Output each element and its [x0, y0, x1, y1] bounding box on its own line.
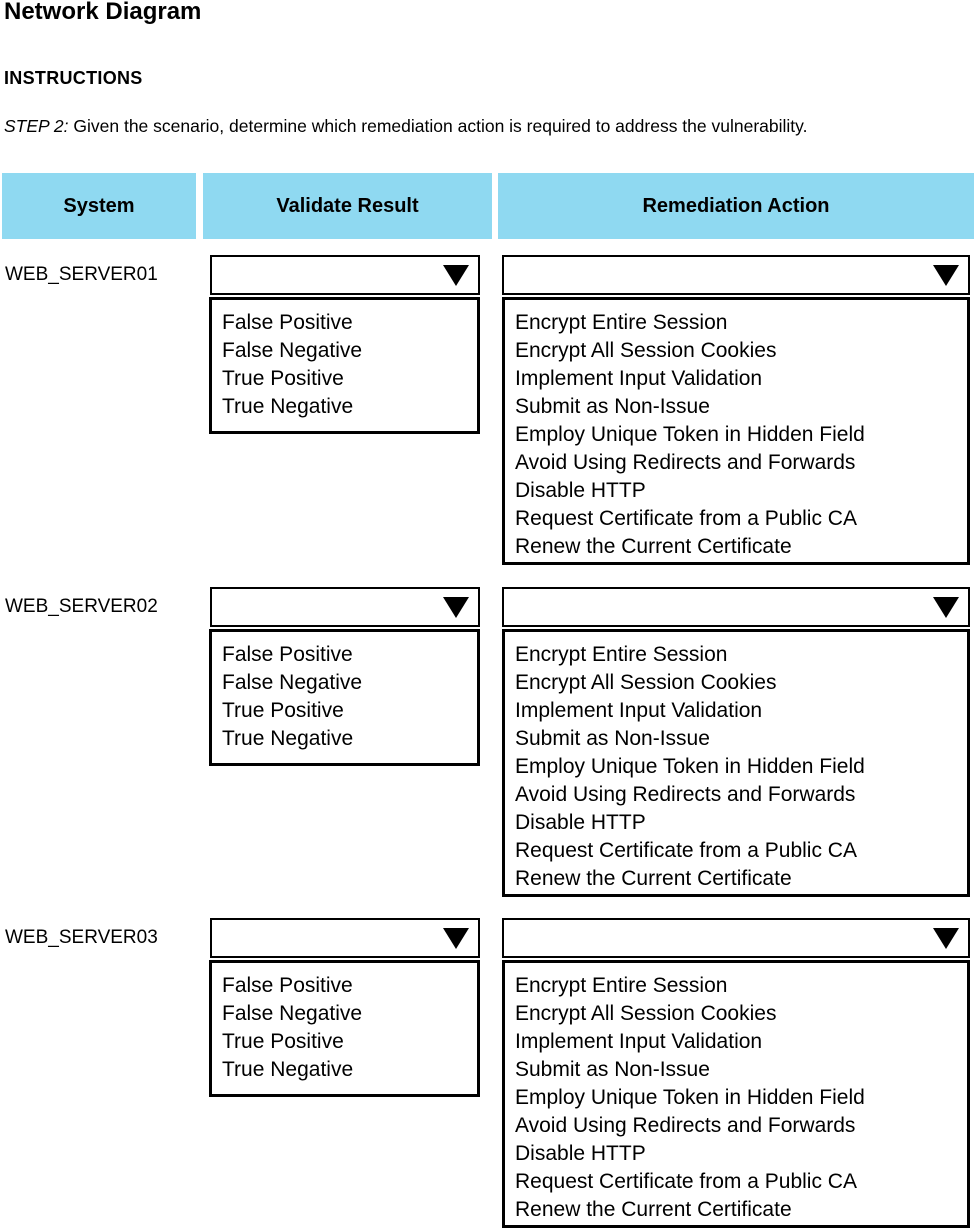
option-item[interactable]: Request Certificate from a Public CA	[515, 839, 857, 862]
validate-result-select[interactable]	[210, 918, 480, 958]
option-item[interactable]: Disable HTTP	[515, 1142, 646, 1165]
option-item[interactable]: False Positive	[222, 643, 353, 666]
step-instruction: STEP 2: Given the scenario, determine wh…	[4, 116, 807, 137]
dropdown-arrow-icon[interactable]	[443, 928, 469, 949]
dropdown-arrow-icon[interactable]	[933, 265, 959, 286]
option-item[interactable]: True Positive	[222, 367, 344, 390]
option-item[interactable]: True Negative	[222, 1058, 354, 1081]
option-item[interactable]: False Negative	[222, 1002, 363, 1025]
dropdown-arrow-icon[interactable]	[443, 265, 469, 286]
option-item[interactable]: Avoid Using Redirects and Forwards	[515, 783, 856, 806]
column-header-validate-result: Validate Result	[203, 173, 492, 239]
option-item[interactable]: Disable HTTP	[515, 479, 646, 502]
dropdown-arrow-icon[interactable]	[443, 597, 469, 618]
option-item[interactable]: Encrypt All Session Cookies	[515, 1002, 777, 1025]
option-item[interactable]: Encrypt Entire Session	[515, 974, 728, 997]
instructions-heading: INSTRUCTIONS	[4, 68, 143, 88]
dropdown-arrow-icon[interactable]	[933, 597, 959, 618]
validate-result-select[interactable]	[210, 587, 480, 627]
option-item[interactable]: Renew the Current Certificate	[515, 1198, 792, 1221]
option-item[interactable]: Encrypt Entire Session	[515, 643, 728, 666]
option-item[interactable]: False Negative	[222, 671, 363, 694]
option-item[interactable]: Employ Unique Token in Hidden Field	[515, 1086, 865, 1109]
remediation-action-select[interactable]	[502, 255, 970, 295]
option-item[interactable]: True Negative	[222, 727, 354, 750]
option-item[interactable]: Implement Input Validation	[515, 1030, 763, 1053]
option-item[interactable]: Implement Input Validation	[515, 367, 763, 390]
system-label: WEB_SERVER01	[5, 264, 158, 285]
validate-result-select[interactable]	[210, 255, 480, 295]
option-item[interactable]: Submit as Non-Issue	[515, 395, 710, 418]
dropdown-arrow-icon[interactable]	[933, 928, 959, 949]
option-item[interactable]: True Negative	[222, 395, 354, 418]
page-title: Network Diagram	[4, 0, 202, 25]
option-item[interactable]: Renew the Current Certificate	[515, 867, 792, 890]
step-label: STEP 2:	[4, 116, 69, 136]
option-item[interactable]: Request Certificate from a Public CA	[515, 507, 857, 530]
option-item[interactable]: False Positive	[222, 311, 353, 334]
option-item[interactable]: Submit as Non-Issue	[515, 1058, 710, 1081]
option-item[interactable]: False Positive	[222, 974, 353, 997]
option-item[interactable]: Request Certificate from a Public CA	[515, 1170, 857, 1193]
option-item[interactable]: False Negative	[222, 339, 363, 362]
option-item[interactable]: True Positive	[222, 699, 344, 722]
column-header-remediation-action: Remediation Action	[498, 173, 974, 239]
option-item[interactable]: Employ Unique Token in Hidden Field	[515, 755, 865, 778]
option-item[interactable]: Renew the Current Certificate	[515, 535, 792, 558]
system-label: WEB_SERVER03	[5, 927, 158, 948]
option-item[interactable]: Implement Input Validation	[515, 699, 763, 722]
remediation-action-select[interactable]	[502, 918, 970, 958]
option-item[interactable]: Submit as Non-Issue	[515, 727, 710, 750]
remediation-action-select[interactable]	[502, 587, 970, 627]
option-item[interactable]: Avoid Using Redirects and Forwards	[515, 451, 856, 474]
option-item[interactable]: True Positive	[222, 1030, 344, 1053]
option-item[interactable]: Encrypt All Session Cookies	[515, 671, 777, 694]
column-header-system: System	[2, 173, 196, 239]
option-item[interactable]: Employ Unique Token in Hidden Field	[515, 423, 865, 446]
option-item[interactable]: Encrypt Entire Session	[515, 311, 728, 334]
option-item[interactable]: Avoid Using Redirects and Forwards	[515, 1114, 856, 1137]
step-text: Given the scenario, determine which reme…	[68, 116, 808, 136]
option-item[interactable]: Disable HTTP	[515, 811, 646, 834]
option-item[interactable]: Encrypt All Session Cookies	[515, 339, 777, 362]
system-label: WEB_SERVER02	[5, 596, 158, 617]
